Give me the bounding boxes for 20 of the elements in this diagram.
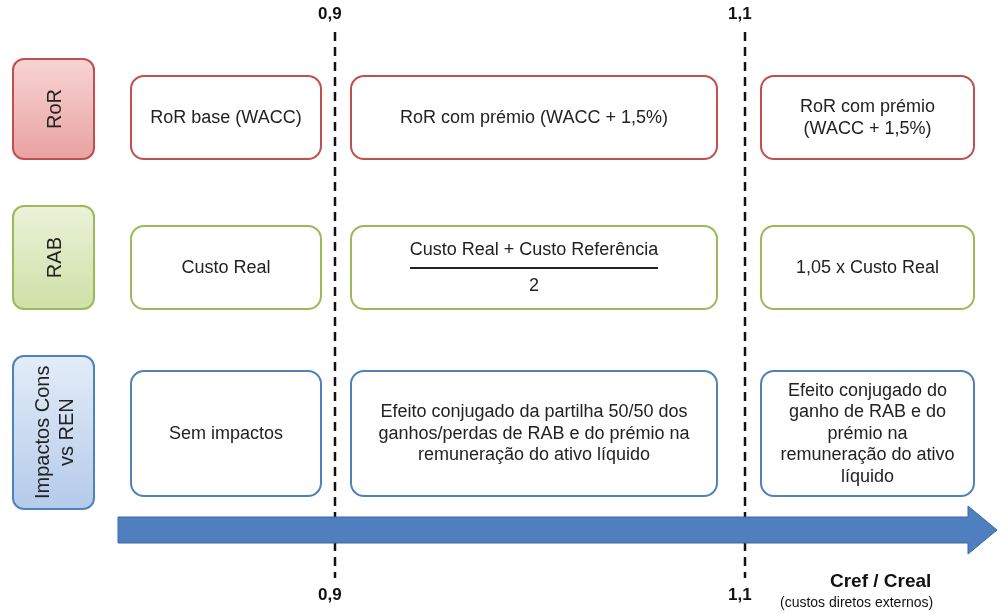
table-cell <box>350 225 718 310</box>
row-header: RoR <box>12 58 95 160</box>
numerator-text: Custo Real + Custo Referência <box>409 238 659 269</box>
table-cell: Sem impactos <box>130 370 322 497</box>
row-header: RAB <box>12 205 95 310</box>
table-cell: Efeito conjugado da partilha 50/50 dos ganhos/perdas de RAB e do prémio na remuneração do ativo líquido <box>350 370 718 497</box>
axis-note: (custos diretos externos) <box>780 594 934 610</box>
table-cell: 1,05 x Custo Real <box>760 225 975 310</box>
row-header: Impactos Cons vs REN <box>12 355 95 510</box>
axis-label: Cref / Creal <box>830 570 932 592</box>
tick-label: 0,9 <box>318 4 342 24</box>
tick-label: 0,9 <box>318 585 342 605</box>
denominator-text: 2 <box>529 274 539 297</box>
tick-label: 1,1 <box>728 4 752 24</box>
table-cell: Efeito conjugado do ganho de RAB e do prémio na remuneração do ativo líquido <box>760 370 975 497</box>
tick-label: 1,1 <box>728 585 752 605</box>
table-cell: Custo Real <box>130 225 322 310</box>
table-cell: RoR base (WACC) <box>130 75 322 160</box>
table-cell: RoR com prémio (WACC + 1,5%) <box>350 75 718 160</box>
table-cell: RoR com prémio (WACC + 1,5%) <box>760 75 975 160</box>
